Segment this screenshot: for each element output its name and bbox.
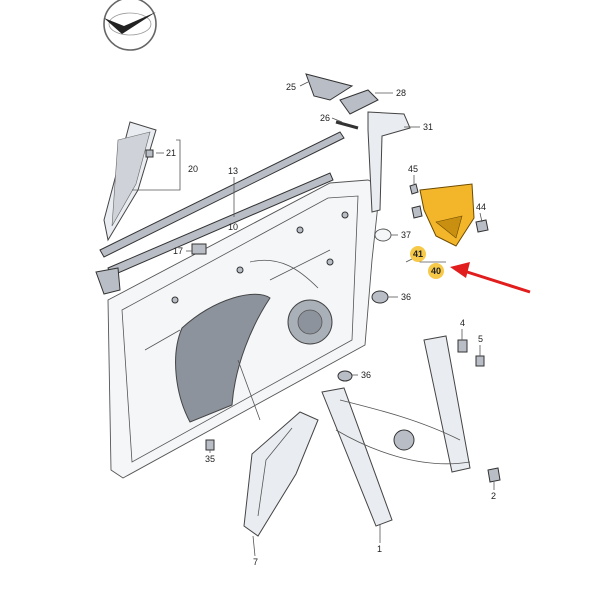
screw-45 [409,183,419,195]
callout-17: 17 [173,246,183,256]
callout-26: 26 [320,113,330,123]
leader-lines [132,81,495,557]
grommet-37 [374,228,392,242]
callout-5: 5 [478,334,483,344]
callout-25: 25 [286,82,296,92]
callout-41: 41 [413,249,423,259]
callout-35: 35 [205,454,215,464]
callout-20: 20 [188,164,198,174]
pin-26 [335,120,359,130]
callout-36-lower: 36 [361,370,371,380]
callout-4: 4 [460,318,465,328]
door-panel [107,179,381,479]
screw-44 [475,219,489,233]
callout-44: 44 [476,202,486,212]
window-guide-31 [367,111,411,213]
callout-28: 28 [396,88,406,98]
window-regulator-1 [321,335,471,527]
red-arrow-icon [450,262,531,294]
part-4 [457,339,468,353]
callout-21: 21 [166,148,176,158]
grommet-36-upper [371,290,389,304]
triangle-trim-panel [103,121,157,242]
callout-45: 45 [408,164,418,174]
callout-36-upper: 36 [401,292,411,302]
callout-badge-40 [428,263,444,279]
callout-31: 31 [423,122,433,132]
screw-5 [475,355,485,367]
callout-37: 37 [401,230,411,240]
mirror-base-28 [339,89,379,115]
lower-bracket [95,267,121,295]
window-seal-strip-outer [99,131,345,258]
mirror-cover-25 [305,73,354,101]
part-17 [191,243,207,255]
highlighted-bracket-40 [419,183,475,247]
callout-2: 2 [491,491,496,501]
grommet-36-lower [337,370,353,382]
callout-40: 40 [431,266,441,276]
callout-1: 1 [377,544,382,554]
cover-panel-7 [243,411,319,537]
nut-2 [487,467,501,483]
callout-badge-41 [410,246,426,262]
clip-41 [411,205,423,219]
screw-35 [205,439,215,451]
checkmark-logo-icon [103,0,157,51]
callout-13: 13 [228,166,238,176]
callout-7: 7 [253,557,258,567]
callout-10: 10 [228,222,238,232]
